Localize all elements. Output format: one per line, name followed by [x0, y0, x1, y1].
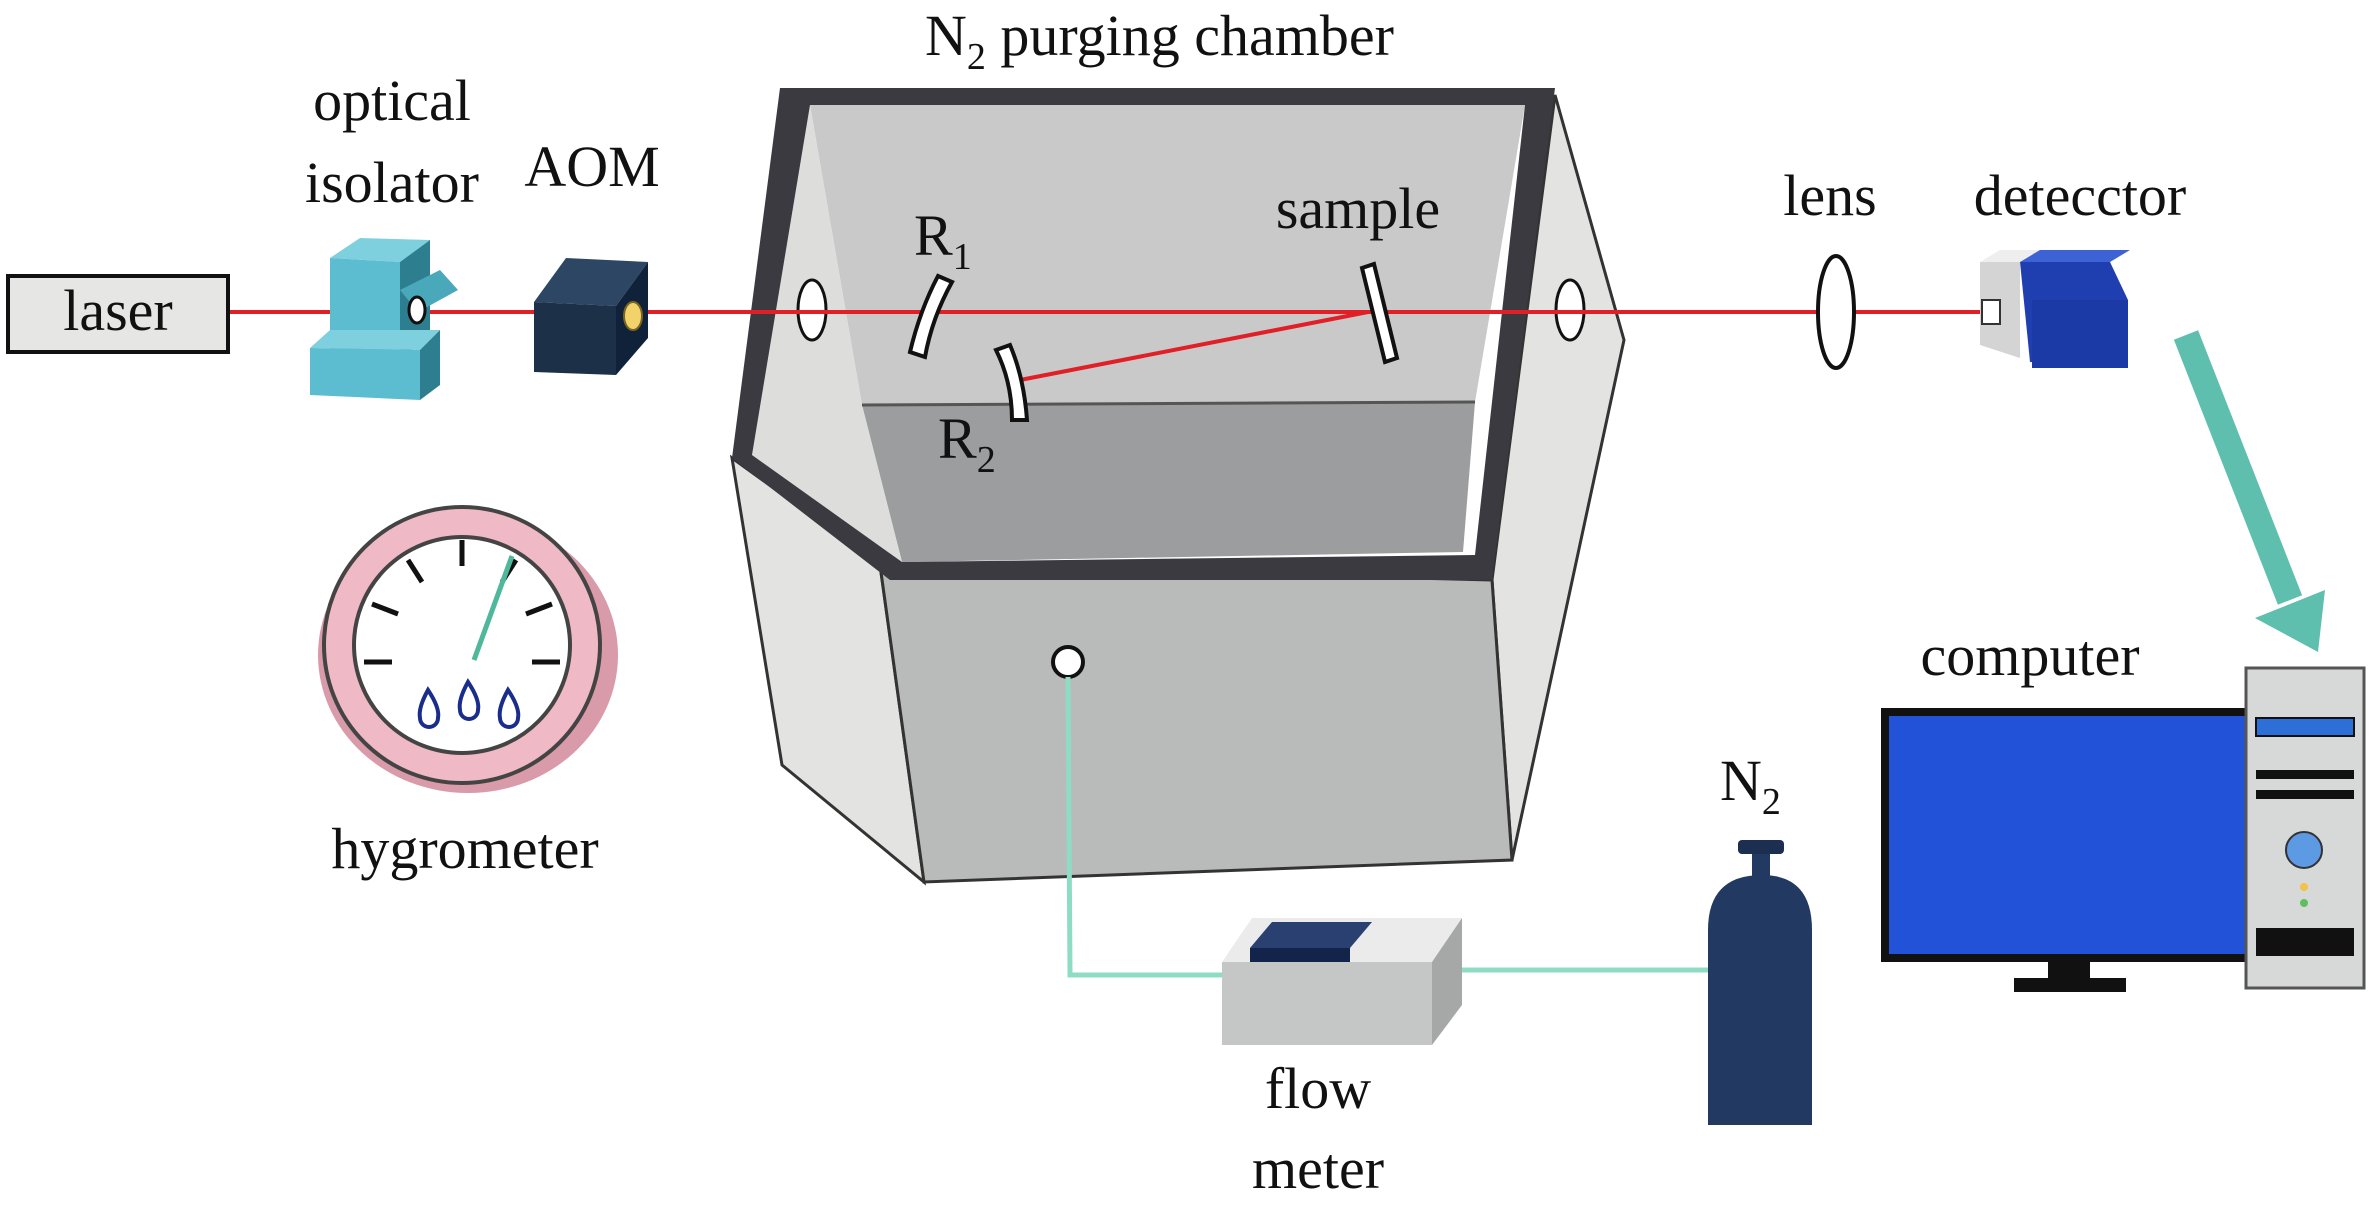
flow-meter-icon [1222, 918, 1462, 1045]
gas-cylinder-icon [1708, 840, 1812, 1125]
gas-lines [1065, 676, 1712, 978]
aom-label: AOM [524, 134, 659, 199]
hygrometer-gauge-icon [318, 505, 618, 793]
chamber-right-side [1490, 94, 1626, 861]
flow-meter-label: flow [1265, 1056, 1371, 1121]
hygrometer-label: hygrometer [331, 816, 598, 881]
n2-cylinder-label: N2 [1720, 748, 1781, 823]
flow-meter-label-2: meter [1252, 1136, 1384, 1201]
lens-icon [1816, 254, 1856, 370]
detector-icon [1980, 250, 2130, 368]
labels: N2 purging chamber optical isolator AOM … [305, 3, 2186, 1201]
monitor [1881, 708, 2261, 962]
chamber-back-wall [810, 105, 1525, 405]
detector-label: detecctor [1974, 163, 2187, 228]
mirror-r1 [907, 273, 955, 360]
laser-source-icon: laser [6, 274, 230, 354]
signal-arrow [2173, 330, 2325, 652]
chamber-front-face [878, 563, 1514, 884]
computer-label: computer [1920, 623, 2139, 688]
optical-isolator-label-2: isolator [305, 150, 479, 215]
gas-inlet-port [1051, 645, 1085, 679]
computer-icon [1881, 666, 2366, 992]
optical-isolator-icon [310, 238, 458, 400]
mirror-r2 [993, 342, 1030, 422]
pc-tower [2244, 666, 2366, 990]
n2-purging-chamber [729, 88, 1626, 886]
aom-modulator-icon [534, 258, 648, 375]
chamber-left-inner-wall [752, 105, 902, 562]
sample-plate [1359, 261, 1400, 365]
lens-label: lens [1783, 163, 1876, 228]
optical-isolator-label: optical [313, 68, 471, 133]
r2-label: R2 [938, 406, 996, 481]
r1-label: R1 [914, 203, 972, 278]
laser-beam-path [228, 310, 1985, 384]
chamber-floor [862, 402, 1475, 562]
laser-label: laser [63, 278, 173, 343]
sample-label: sample [1276, 176, 1440, 241]
chamber-title: N2 purging chamber [925, 3, 1394, 78]
